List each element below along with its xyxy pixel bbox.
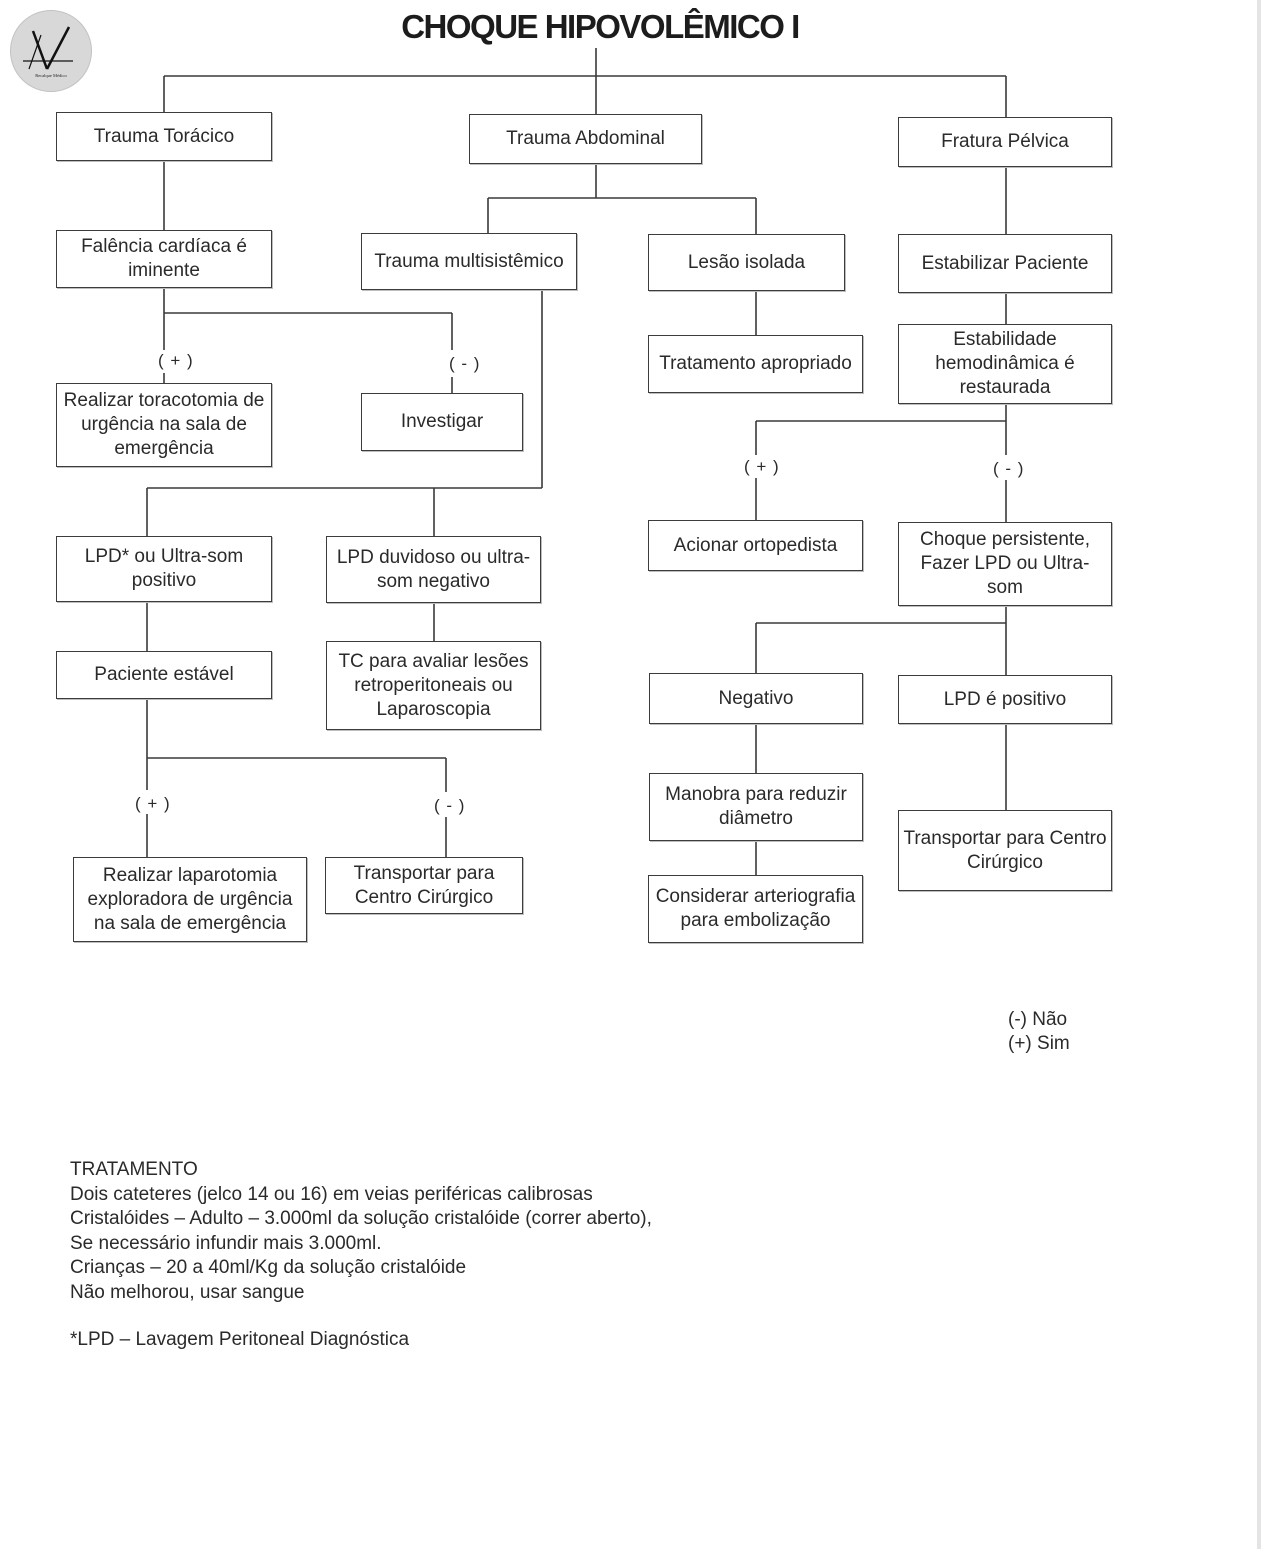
treatment-heading: TRATAMENTO (70, 1159, 198, 1180)
footnote: *LPD – Lavagem Peritoneal Diagnóstica (70, 1329, 410, 1350)
sign-minus: ( - ) (447, 354, 483, 374)
node-laparotomia: Realizar laparotomia exploradora de urgê… (73, 857, 307, 942)
node-transportar-direita: Transportar para Centro Cirúrgico (898, 810, 1112, 891)
node-lesao-isolada: Lesão isolada (648, 234, 845, 291)
node-toracotomia: Realizar toracotomia de urgência na sala… (56, 383, 272, 467)
node-trauma-abdominal: Trauma Abdominal (469, 114, 702, 164)
treatment-line: Cristalóides – Adulto – 3.000ml da soluç… (70, 1208, 652, 1229)
node-acionar-ortopedista: Acionar ortopedista (648, 520, 863, 571)
treatment-line: Crianças – 20 a 40ml/Kg da solução crist… (70, 1257, 467, 1278)
node-choque-persistente: Choque persistente, Fazer LPD ou Ultra-s… (898, 522, 1112, 606)
node-lpd-positivo: LPD* ou Ultra-som positivo (56, 536, 272, 602)
sign-plus: ( + ) (133, 794, 173, 814)
node-tratamento-apropriado: Tratamento apropriado (648, 335, 863, 393)
sign-plus: ( + ) (156, 351, 196, 371)
node-manobra: Manobra para reduzir diâmetro (649, 773, 863, 841)
node-arteriografia: Considerar arteriografia para embolizaçã… (648, 875, 863, 943)
treatment-section: TRATAMENTO Dois cateteres (jelco 14 ou 1… (70, 1158, 770, 1305)
treatment-line: Se necessário infundir mais 3.000ml. (70, 1232, 382, 1254)
node-negativo: Negativo (649, 673, 863, 724)
node-trauma-toracico: Trauma Torácico (56, 112, 272, 161)
treatment-line: Não melhorou, usar sangue (70, 1281, 305, 1303)
node-lpd-e-positivo: LPD é positivo (898, 675, 1112, 724)
node-investigar: Investigar (361, 393, 523, 451)
page-title: CHOQUE HIPOVOLÊMICO I (401, 8, 800, 45)
sign-minus: ( - ) (991, 459, 1027, 479)
node-falencia-cardiaca: Falência cardíaca é iminente (56, 230, 272, 288)
logo: Recalque Médico (10, 10, 92, 92)
svg-text:Recalque Médico: Recalque Médico (35, 73, 67, 78)
node-trauma-multisistemico: Trauma multisistêmico (361, 233, 577, 290)
node-lpd-duvidoso: LPD duvidoso ou ultra-som negativo (326, 536, 541, 603)
node-transportar-esquerda: Transportar para Centro Cirúrgico (325, 857, 523, 914)
node-estabilidade-hemodinamica: Estabilidade hemodinâmica é restaurada (898, 324, 1112, 404)
treatment-line: Dois cateteres (jelco 14 ou 16) em veias… (70, 1183, 593, 1205)
node-paciente-estavel: Paciente estável (56, 651, 272, 699)
legend-nao: (-) Não (1008, 1009, 1068, 1030)
legend-sim: (+) Sim (1008, 1033, 1070, 1054)
logo-mark-icon: Recalque Médico (23, 26, 73, 78)
sign-minus: ( - ) (432, 796, 468, 816)
page-edge (1257, 0, 1261, 1549)
legend: (-) Não (+) Sim (1008, 1008, 1070, 1056)
sign-plus: ( + ) (742, 457, 782, 477)
node-fratura-pelvica: Fratura Pélvica (898, 117, 1112, 167)
node-tc-avaliar: TC para avaliar lesões retroperitoneais … (326, 641, 541, 730)
node-estabilizar-paciente: Estabilizar Paciente (898, 234, 1112, 293)
